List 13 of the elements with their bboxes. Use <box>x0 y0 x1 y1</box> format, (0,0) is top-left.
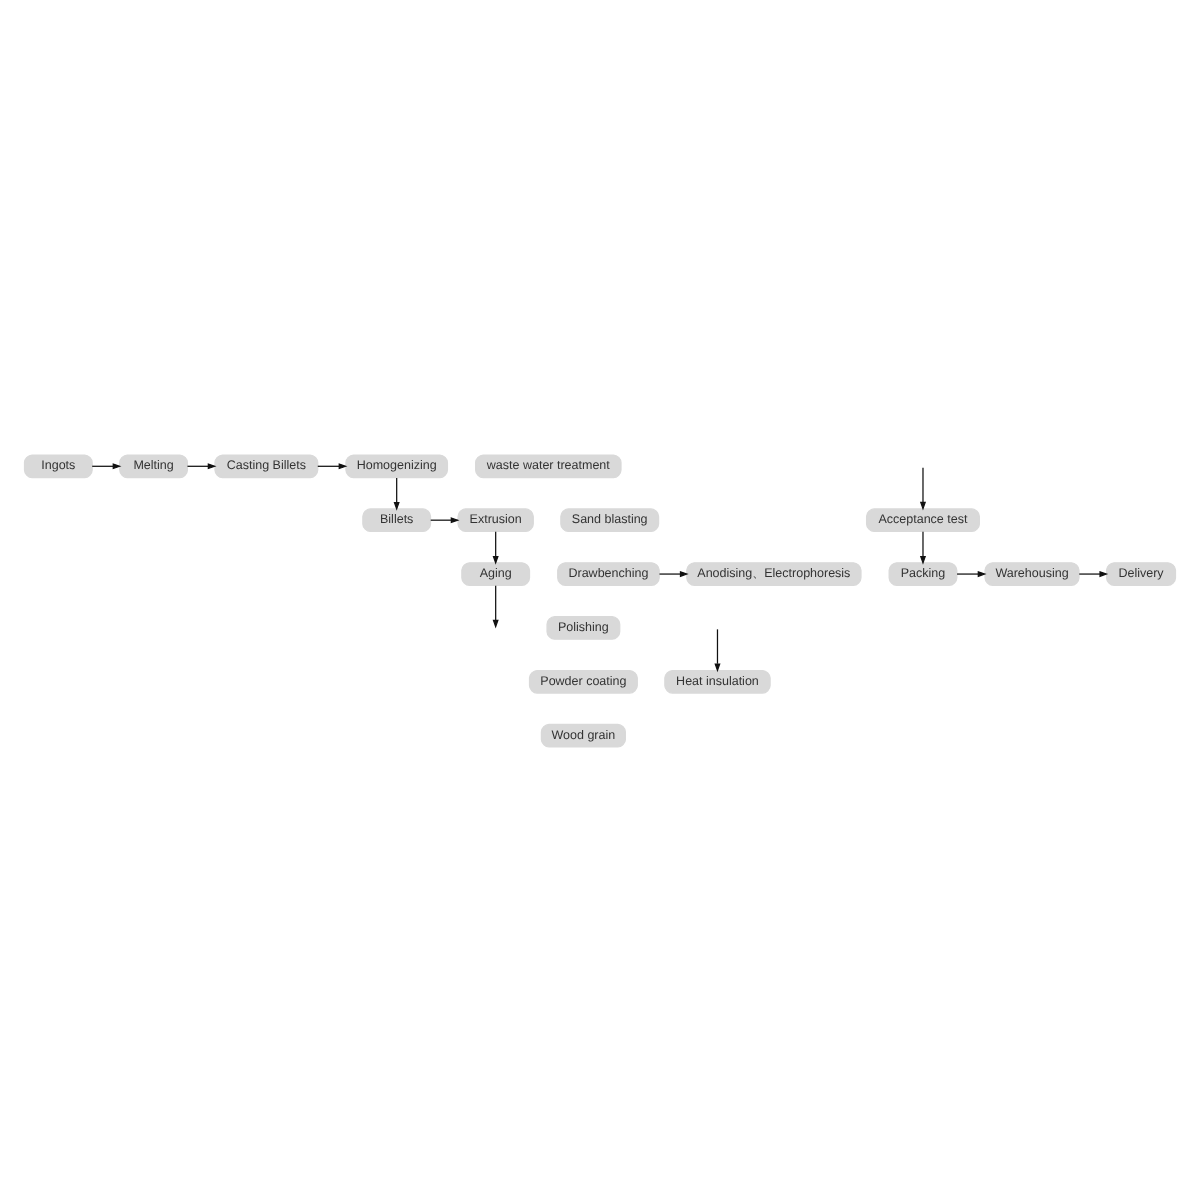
arrow <box>1078 570 1109 577</box>
arrow <box>393 476 400 510</box>
arrow <box>714 627 721 672</box>
arrow <box>492 584 499 628</box>
arrow <box>956 570 987 577</box>
arrow <box>492 530 499 564</box>
arrow <box>430 516 460 523</box>
arrow <box>658 570 689 577</box>
arrow <box>91 462 122 469</box>
arrow <box>317 462 348 469</box>
arrow <box>186 462 217 469</box>
arrow <box>919 466 927 510</box>
arrow <box>919 530 927 564</box>
